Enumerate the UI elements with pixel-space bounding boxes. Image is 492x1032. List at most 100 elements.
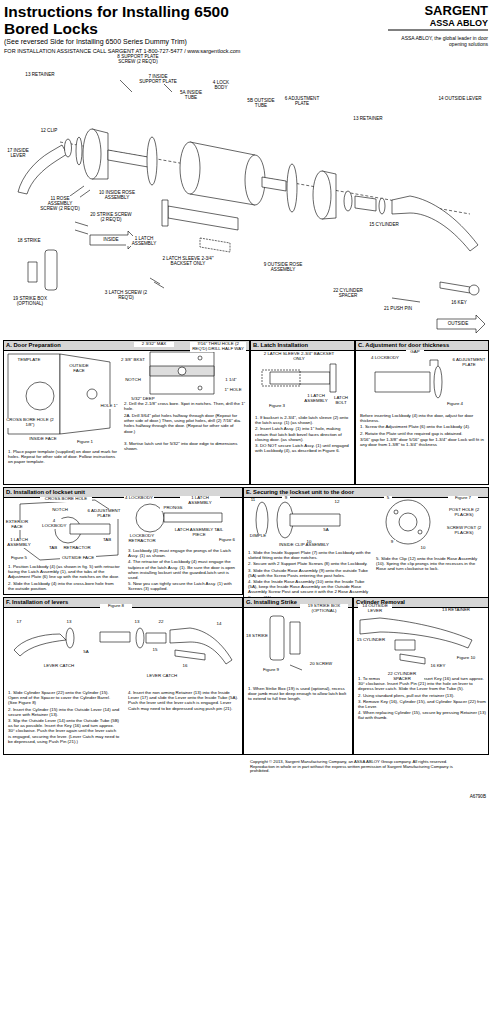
callout-label: 14 xyxy=(214,622,224,627)
section-panel: B. Latch Installation 1. If backset is 2-… xyxy=(250,340,355,485)
callout-label: 5 xyxy=(384,496,392,501)
line-art xyxy=(198,386,202,390)
line-art xyxy=(154,282,164,288)
callout-label: 17 xyxy=(14,620,24,625)
line-art xyxy=(287,164,297,212)
instruction-text: 1. If backset is 2-3/4", slide latch sle… xyxy=(255,415,352,425)
callout-label: 10 xyxy=(418,546,428,551)
callout-label: NOTCH xyxy=(122,378,144,383)
line-art xyxy=(360,618,472,648)
instruction-text: 2. Rotate the Plate until the required g… xyxy=(360,431,486,436)
callout-label: SCREW POST (2 PLACES) xyxy=(442,526,486,536)
line-art xyxy=(290,665,302,670)
line-art xyxy=(66,628,74,648)
instruction-text: Before inserting Lockbody (4) into the d… xyxy=(360,413,486,423)
callout-label: POST HOLE (2 PLACES) xyxy=(442,508,486,518)
line-art xyxy=(400,654,425,664)
callout-label: 5A xyxy=(80,650,92,655)
line-art xyxy=(65,139,72,157)
header-text: ASSA ABLOY xyxy=(388,19,488,29)
callout-label: 5/32" DEEP xyxy=(128,397,158,402)
callout-label: Figure 7 xyxy=(448,496,478,501)
callout-label: TAB xyxy=(46,546,60,551)
callout-label: 9 xyxy=(388,540,396,545)
callout-label: 12 CLIP xyxy=(38,128,60,133)
callout-label: CROSS BORE HOLE xyxy=(40,497,92,502)
callout-label: INSIDE CLIP ASSEMBLY xyxy=(276,543,332,548)
line-art xyxy=(60,354,110,434)
section-panel: G. Installing Strike1. When Strike Box (… xyxy=(243,597,353,755)
line-art xyxy=(386,500,430,544)
callout-label: 2 LATCH SLEEVE 2-3/4" BACKSET ONLY xyxy=(262,352,336,362)
callout-label: LEVER CATCH xyxy=(40,664,78,669)
callout-label: NOTCH xyxy=(48,508,72,513)
line-art xyxy=(375,372,430,392)
section-heading: B. Latch Installation xyxy=(251,341,354,351)
line-art xyxy=(108,150,148,167)
callout-label: Figure 6 xyxy=(214,538,240,543)
line-art xyxy=(313,171,331,219)
header-text: FOR INSTALLATION ASSISTANCE CALL SARGENT… xyxy=(4,48,344,54)
line-art xyxy=(290,622,300,654)
callout-label: 1 1/4" xyxy=(220,378,242,383)
instruction-text: 1. Position Lockbody (4) (as shown in fi… xyxy=(8,564,120,580)
callout-label: RETRACTOR xyxy=(62,546,92,551)
header-text: (See reversed Side for Installing 6500 S… xyxy=(4,38,324,46)
line-art xyxy=(418,530,422,534)
callout-label: 12 xyxy=(332,500,342,505)
callout-label: 15 xyxy=(150,648,160,653)
callout-label: 22 xyxy=(156,620,166,625)
line-art xyxy=(330,364,336,392)
section-panel: F. Installation of levers1. Slide Cylind… xyxy=(3,597,243,755)
callout-label: 6 ADJUSTMENT PLATE xyxy=(282,96,322,106)
callout-label: 21 PUSH PIN xyxy=(382,306,414,311)
callout-label: 13 xyxy=(132,620,142,625)
line-art xyxy=(440,282,470,293)
line-art xyxy=(120,80,132,92)
instruction-text: 4. Insert the non arming Retainer (13) i… xyxy=(128,690,240,711)
line-art xyxy=(434,366,442,398)
callout-label: 1" HOLE xyxy=(220,388,246,393)
callout-label: 16 KEY xyxy=(446,300,472,305)
line-art xyxy=(100,632,130,642)
line-art xyxy=(392,298,420,302)
line-art xyxy=(45,250,57,290)
line-art xyxy=(28,262,37,282)
line-art xyxy=(14,634,66,656)
callout-label: EXTERIOR FACE xyxy=(4,520,30,530)
line-art xyxy=(200,238,230,252)
line-art xyxy=(83,129,101,179)
callout-label: 2 3/32" MAX xyxy=(134,342,174,347)
callout-label: OUTSIDE xyxy=(442,321,474,326)
callout-label: 2 3/8" BKST xyxy=(118,358,148,363)
callout-label: 9 xyxy=(282,496,290,501)
callout-label: Figure 10 xyxy=(450,656,482,661)
callout-label: 4 LOCKBODY xyxy=(124,496,154,501)
callout-label: 4 LOCKBODY xyxy=(368,356,402,361)
instruction-text: 1. When Strike Box (19) is used (optiona… xyxy=(248,686,350,702)
callout-label: Figure 4 xyxy=(440,402,470,407)
line-art xyxy=(164,513,222,522)
callout-label: 7 INSIDE SUPPORT PLATE xyxy=(138,74,178,84)
callout-label: 13 RETAINER xyxy=(440,608,472,613)
instruction-text: 2. Using standard pliers, pull out the r… xyxy=(358,693,486,698)
instruction-text: 2. Secure with 2 Support Plate Screws (8… xyxy=(248,561,372,566)
header-text: SARGENT xyxy=(388,4,488,18)
instruction-text: 3/16" gap for 1-3/8" door 5/16" gap for … xyxy=(360,437,486,447)
line-art xyxy=(469,285,479,295)
callout-label: DIMPLE xyxy=(246,534,270,539)
exploded-view xyxy=(18,30,488,333)
callout-label: CROSS BORE HOLE (2 1/8") xyxy=(4,418,56,428)
instruction-text: 1. Slide the Inside Support Plate (7) on… xyxy=(248,550,372,560)
line-art xyxy=(395,640,415,650)
callout-label: A6790B xyxy=(452,794,486,799)
instruction-text: 3. Slide the Outside Rose Assembly (9) o… xyxy=(248,568,372,578)
instruction-text: 3. Slip the Outside Lever (14) onto the … xyxy=(8,718,120,744)
line-art xyxy=(388,30,488,31)
line-art xyxy=(70,524,110,534)
instruction-text: 5. Slide the Clip (12) onto the Inside R… xyxy=(376,556,486,572)
callout-label: GAP xyxy=(406,350,424,355)
callout-label: 20 SCREW xyxy=(306,662,336,667)
callout-label: 4 LOCK BODY xyxy=(208,80,234,90)
callout-label: 14 OUTSIDE LEVER xyxy=(438,96,482,101)
